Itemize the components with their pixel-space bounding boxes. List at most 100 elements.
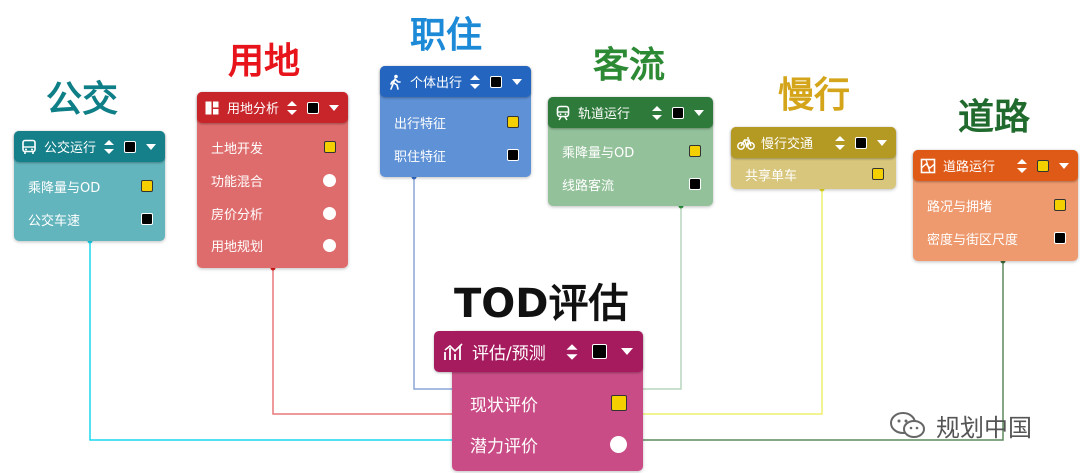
sort-icon[interactable] [468,73,482,91]
panel-title-tod: 评估/预测 [472,344,546,364]
option-row[interactable]: 土地开发 [211,137,336,157]
checkbox-checked[interactable] [872,168,884,180]
panel-header-bus[interactable]: 公交运行 [14,131,165,162]
option-label: 出行特征 [394,116,447,132]
rail-icon [554,104,572,122]
checkbox-unchecked[interactable] [507,149,519,161]
checkbox-unchecked[interactable] [141,213,153,225]
wechat-icon [890,411,925,438]
option-row[interactable]: 潜力评价 [470,432,627,457]
panel-title-land: 用地分析 [227,102,280,117]
panel-tod: 评估/预测 现状评价 潜力评价 [434,331,643,471]
option-label: 潜力评价 [470,436,538,457]
checkbox-unchecked[interactable] [1054,232,1066,244]
option-label: 密度与街区尺度 [927,232,1019,248]
chevron-down-icon[interactable] [329,104,339,111]
panel-road: 道路运行 路况与拥堵 密度与街区尺度 [913,150,1078,261]
option-label: 共享单车 [745,168,798,184]
option-label: 乘降量与OD [562,145,635,161]
category-title-road: 道路 [958,97,1031,138]
option-row[interactable]: 现状评价 [470,391,627,416]
chevron-down-icon[interactable] [512,78,522,85]
panel-title-live: 个体出行 [410,76,463,91]
radio-button[interactable] [323,206,336,220]
panel-header-land[interactable]: 用地分析 [197,92,348,123]
panel-header-slow[interactable]: 慢行交通 [731,127,896,158]
panel-header-road[interactable]: 道路运行 [913,150,1078,181]
panel-live: 个体出行 出行特征 职住特征 [380,66,531,177]
panel-header-live[interactable]: 个体出行 [380,66,531,97]
chevron-down-icon[interactable] [1059,162,1069,169]
panel-rail: 轨道运行 乘降量与OD 线路客流 [548,97,713,206]
visibility-toggle[interactable] [855,136,867,149]
panel-bus: 公交运行 乘降量与OD 公交车速 [14,131,165,241]
grid-icon [203,99,221,117]
panel-land: 用地分析 土地开发 功能混合 房价分析 用地规划 [197,92,348,268]
option-row[interactable]: 共享单车 [745,164,884,184]
visibility-toggle[interactable] [124,140,136,153]
wire-bus [89,241,455,441]
category-title-bus: 公交 [46,79,119,120]
sort-icon[interactable] [833,134,847,152]
panel-title-rail: 轨道运行 [578,107,631,122]
option-row[interactable]: 路况与拥堵 [927,195,1066,215]
option-label: 职住特征 [394,149,447,165]
checkbox-checked[interactable] [324,141,336,153]
option-row[interactable]: 密度与街区尺度 [927,228,1066,248]
sort-icon[interactable] [102,138,116,156]
panel-slow: 慢行交通 共享单车 [731,127,896,189]
option-row[interactable]: 用地规划 [211,235,336,255]
bus-icon [20,138,38,156]
wire-rail [640,206,682,390]
option-row[interactable]: 乘降量与OD [562,141,701,161]
visibility-toggle[interactable] [1037,159,1049,172]
category-title-land: 用地 [228,41,301,82]
radio-button[interactable] [323,238,336,252]
radio-button[interactable] [323,173,336,187]
checkbox-unchecked[interactable] [689,178,701,190]
option-row[interactable]: 线路客流 [562,174,701,194]
option-row[interactable]: 房价分析 [211,203,336,223]
option-label: 线路客流 [562,178,615,194]
panel-title-slow: 慢行交通 [761,137,814,152]
walk-icon [386,73,404,91]
wire-live [413,177,455,390]
checkbox-checked[interactable] [141,180,153,192]
sort-icon[interactable] [1015,157,1029,175]
visibility-toggle[interactable] [672,106,684,119]
option-row[interactable]: 乘降量与OD [28,176,153,196]
option-row[interactable]: 职住特征 [394,145,519,165]
checkbox-checked[interactable] [611,395,627,411]
option-row[interactable]: 公交车速 [28,209,153,229]
option-row[interactable]: 功能混合 [211,170,336,190]
option-label: 路况与拥堵 [927,199,993,215]
checkbox-checked[interactable] [689,145,701,157]
option-row[interactable]: 出行特征 [394,112,519,132]
watermark-text: 规划中国 [936,414,1032,442]
radio-button[interactable] [610,435,627,453]
checkbox-checked[interactable] [507,116,519,128]
chevron-down-icon[interactable] [694,109,704,116]
category-title-tod: TOD评估 [454,281,629,327]
option-label: 公交车速 [28,213,81,229]
panel-title-road: 道路运行 [943,160,996,175]
sort-icon[interactable] [650,104,664,122]
chevron-down-icon[interactable] [877,139,887,146]
category-title-slow: 慢行 [778,75,851,116]
chevron-down-icon[interactable] [146,143,156,150]
sort-icon[interactable] [564,342,580,362]
wire-land [272,268,455,415]
visibility-toggle[interactable] [592,344,607,359]
option-label: 乘降量与OD [28,180,101,196]
checkbox-checked[interactable] [1054,199,1066,211]
visibility-toggle[interactable] [307,101,319,114]
panel-header-rail[interactable]: 轨道运行 [548,97,713,128]
panel-title-bus: 公交运行 [44,141,97,156]
chevron-down-icon[interactable] [621,348,633,355]
sort-icon[interactable] [285,99,299,117]
option-label: 功能混合 [211,174,264,190]
panel-header-tod[interactable]: 评估/预测 [434,331,643,372]
category-title-rail: 客流 [593,45,666,86]
visibility-toggle[interactable] [490,75,502,88]
